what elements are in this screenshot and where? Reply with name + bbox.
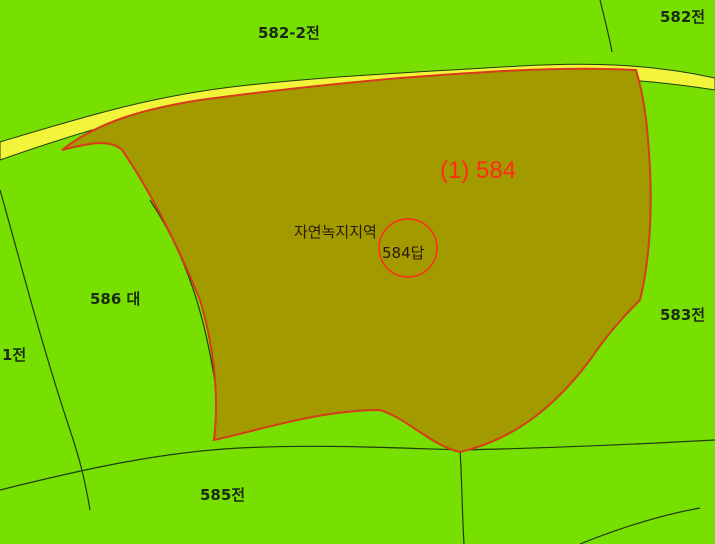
boundary-line bbox=[0, 189, 91, 511]
zone-label: 자연녹지지역 bbox=[294, 223, 377, 241]
parcel-marker-circle bbox=[378, 218, 438, 278]
boundary-line bbox=[579, 507, 701, 544]
parcel-label-583: 583전 bbox=[660, 306, 705, 324]
boundary-line bbox=[459, 449, 465, 544]
parcel-label-586: 586 대 bbox=[90, 290, 140, 308]
parcel-label-585: 585전 bbox=[200, 486, 245, 504]
parcel-label-582: 582전 bbox=[660, 8, 705, 26]
boundary-line bbox=[0, 445, 461, 491]
highlight-label: (1) 584 bbox=[440, 157, 516, 184]
parcel-label-581-partial: 1전 bbox=[2, 346, 26, 364]
subject-parcel-584[interactable] bbox=[61, 67, 652, 454]
parcel-label-582-2: 582-2전 bbox=[258, 24, 320, 42]
boundary-line bbox=[599, 0, 613, 53]
subject-parcel-label: 584답 bbox=[382, 244, 425, 262]
boundary-line bbox=[459, 439, 715, 451]
